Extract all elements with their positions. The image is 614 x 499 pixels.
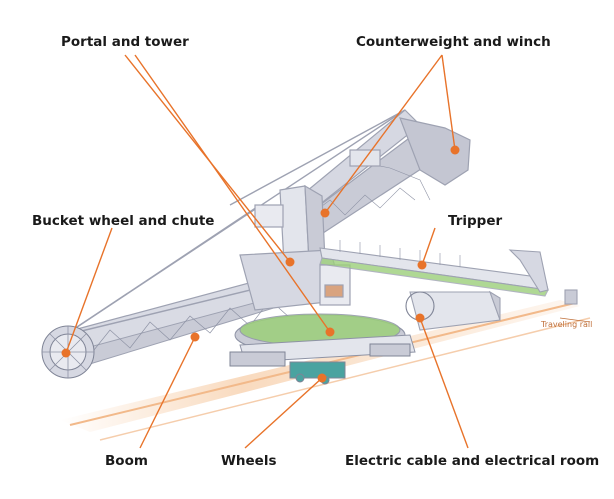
- dot-bucket-wheel: [61, 348, 71, 358]
- counterweight-boom: [289, 109, 471, 236]
- dot-wheels: [317, 373, 327, 383]
- slewing-platform: [234, 313, 416, 363]
- callout-lines: [65, 54, 469, 449]
- tripper-conveyor: [319, 240, 578, 305]
- callout-dots: [61, 145, 460, 383]
- label-boom: Boom: [105, 453, 148, 469]
- wheel-bogies: [229, 343, 411, 385]
- tower: [239, 184, 351, 311]
- dot-portal-tower-lower: [325, 327, 335, 337]
- label-tripper: Tripper: [448, 213, 503, 229]
- label-counterweight-winch: Counterweight and winch: [356, 34, 551, 50]
- dot-counterweight: [320, 208, 330, 218]
- dot-electrical-room: [415, 313, 425, 323]
- label-wheels: Wheels: [221, 453, 277, 469]
- dot-boom: [190, 332, 200, 342]
- stay-cables: [64, 109, 406, 336]
- label-portal-tower: Portal and tower: [61, 34, 189, 50]
- label-bucket-wheel-chute: Bucket wheel and chute: [32, 213, 215, 229]
- dot-portal-tower-upper: [285, 257, 295, 267]
- dot-winch: [450, 145, 460, 155]
- dot-tripper: [417, 260, 427, 270]
- label-traveling-rail: Traveling rail: [541, 320, 593, 329]
- label-electric-room: Electric cable and electrical room: [345, 453, 600, 469]
